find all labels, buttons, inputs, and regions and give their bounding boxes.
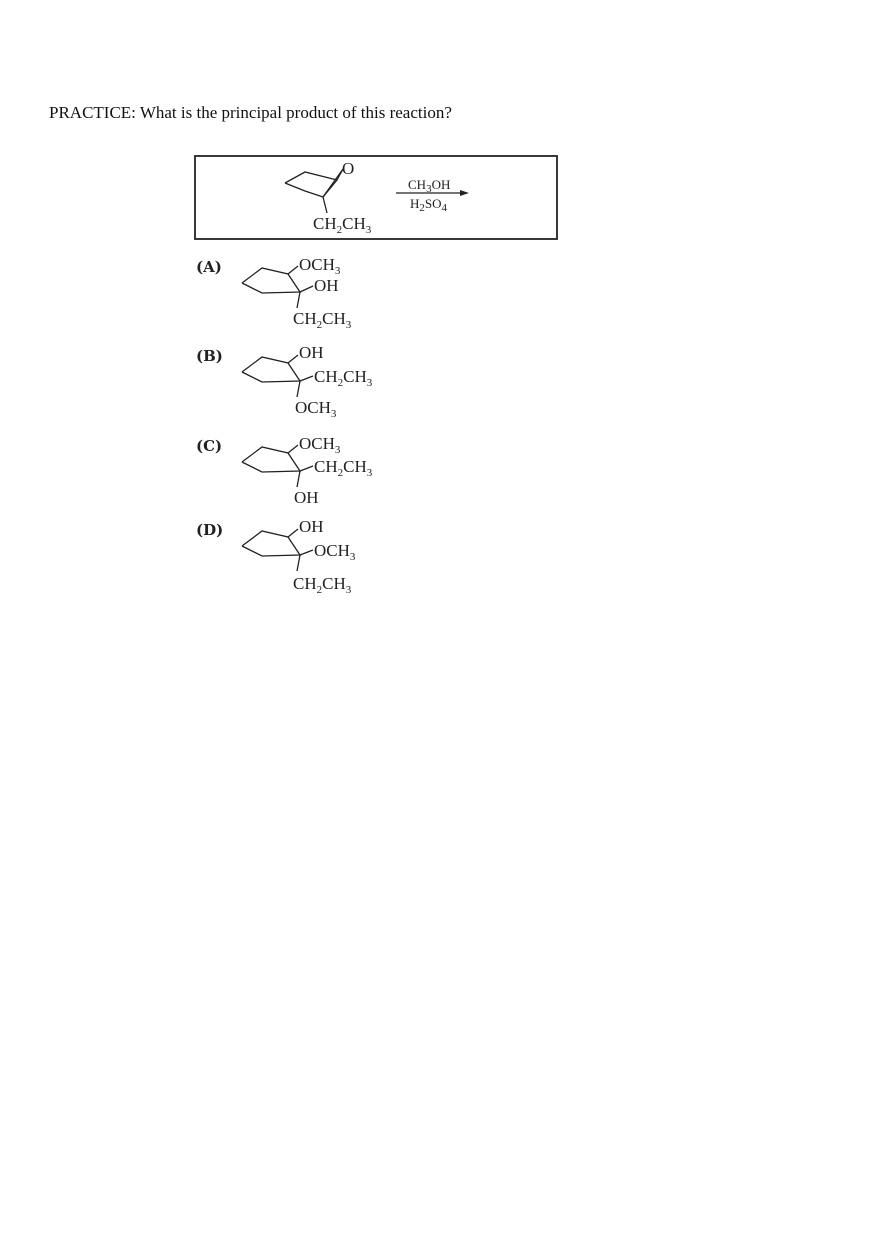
reagent-top: CH3OH xyxy=(408,177,450,195)
starting-material-structure xyxy=(284,168,344,214)
option-c[interactable]: (C) OCH3 CH2CH3 OH xyxy=(196,434,373,507)
epoxide-oxygen: O xyxy=(342,159,354,178)
option-c-label: (C) xyxy=(196,437,222,455)
option-c-bottom-group: OH xyxy=(294,488,319,507)
reagent-bottom: H2SO4 xyxy=(410,196,448,214)
reaction-box xyxy=(194,155,558,240)
option-b-label: (B) xyxy=(196,347,223,365)
option-c-ring xyxy=(241,444,314,488)
option-a-ring xyxy=(241,265,314,309)
substituent-ethyl: CH2CH3 xyxy=(313,214,372,236)
option-a-bottom-group: CH2CH3 xyxy=(293,309,352,331)
option-b-ring xyxy=(241,354,314,398)
ethyl-bond xyxy=(322,196,328,214)
option-c-right-group: CH2CH3 xyxy=(314,457,373,479)
option-a-right-group: OH xyxy=(314,276,339,295)
option-d-bottom-group: CH2CH3 xyxy=(293,574,352,596)
question-text: PRACTICE: What is the principal product … xyxy=(49,103,452,122)
option-d-top-group: OH xyxy=(299,517,324,536)
option-b-bottom-group: OCH3 xyxy=(295,398,337,420)
option-a-top-group: OCH3 xyxy=(299,255,341,277)
option-d[interactable]: (D) OH OCH3 CH2CH3 xyxy=(196,517,356,596)
option-d-ring xyxy=(241,528,314,572)
epoxide-bond-2 xyxy=(322,168,344,198)
option-c-top-group: OCH3 xyxy=(299,434,341,456)
cyclohexane-ring xyxy=(284,171,339,198)
option-b-right-group: CH2CH3 xyxy=(314,367,373,389)
option-b-top-group: OH xyxy=(299,343,324,362)
arrow-head xyxy=(460,190,469,196)
option-a-label: (A) xyxy=(196,258,222,276)
option-d-right-group: OCH3 xyxy=(314,541,356,563)
option-b[interactable]: (B) OH CH2CH3 OCH3 xyxy=(196,343,373,420)
option-d-label: (D) xyxy=(196,521,223,539)
option-a[interactable]: (A) OCH3 OH CH2CH3 xyxy=(196,255,352,331)
